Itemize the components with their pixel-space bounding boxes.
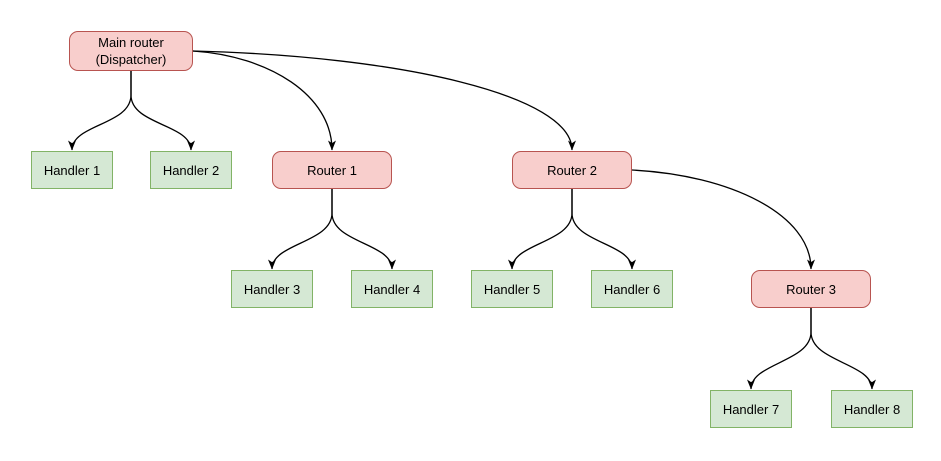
node-handler-1: Handler 1 [31, 151, 113, 189]
edge-main-to-h2 [130, 71, 195, 151]
node-router-1: Router 1 [272, 151, 392, 189]
node-handler-6: Handler 6 [591, 270, 673, 308]
edge-r1-to-h3 [268, 189, 333, 270]
node-router-3: Router 3 [751, 270, 871, 308]
edge-main-to-r1 [192, 50, 336, 151]
edge-r3-to-h8 [810, 308, 876, 390]
edge-r1-to-h4 [331, 189, 396, 270]
node-handler-3: Handler 3 [231, 270, 313, 308]
node-handler-4: Handler 4 [351, 270, 433, 308]
edge-r2-to-h6 [571, 189, 636, 270]
edge-main-to-r2 [192, 50, 576, 151]
edge-main-to-h1 [68, 71, 132, 151]
edge-r2-to-r3 [631, 169, 815, 270]
node-handler-2: Handler 2 [150, 151, 232, 189]
node-main-router-dispatcher: Main router (Dispatcher) [69, 31, 193, 71]
node-handler-5: Handler 5 [471, 270, 553, 308]
edge-r2-to-h5 [508, 189, 573, 270]
node-router-2: Router 2 [512, 151, 632, 189]
node-handler-7: Handler 7 [710, 390, 792, 428]
node-handler-8: Handler 8 [831, 390, 913, 428]
edge-r3-to-h7 [747, 308, 812, 390]
